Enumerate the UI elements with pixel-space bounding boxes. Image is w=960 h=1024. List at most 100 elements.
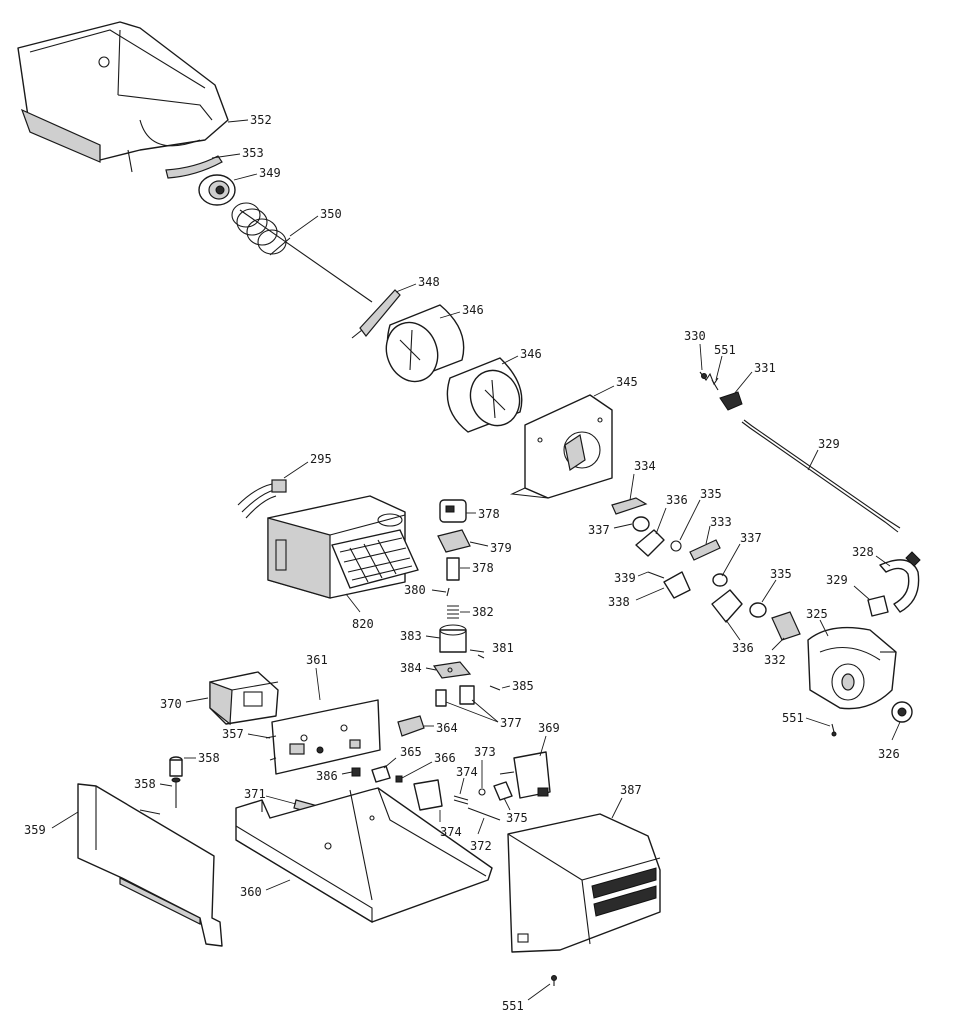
callout-337-b: 337: [721, 531, 762, 577]
callout-label: 326: [878, 747, 900, 761]
callout-label: 352: [250, 113, 272, 127]
callout-label: 334: [634, 459, 656, 473]
callout-label: 339: [614, 571, 636, 585]
linkage-parts-332-339: [611, 497, 801, 641]
drum-part-346-upper: [385, 304, 465, 383]
callout-label: 369: [538, 721, 560, 735]
callout-label: 366: [434, 751, 456, 765]
callout-label: 359: [24, 823, 46, 837]
callout-339: 339: [614, 571, 649, 585]
callout-352: 352: [227, 113, 272, 127]
callout-label: 353: [242, 146, 264, 160]
callout-381: 381: [492, 641, 514, 655]
callout-345: 345: [593, 375, 638, 397]
callout-label: 358: [198, 751, 220, 765]
callout-label: 384: [400, 661, 422, 675]
callout-label: 361: [306, 653, 328, 667]
callout-label: 372: [470, 839, 492, 853]
callout-label: 336: [732, 641, 754, 655]
callout-336-a: 336: [655, 493, 688, 535]
callout-366: 366: [401, 751, 456, 779]
callout-label: 371: [244, 787, 266, 801]
callout-label: 364: [436, 721, 458, 735]
wire-harness-part-295: [237, 479, 287, 519]
callout-label: 329: [818, 437, 840, 451]
callout-346-lower: 346: [501, 347, 542, 365]
callout-label: 350: [320, 207, 342, 221]
stack-parts-378-385: [432, 499, 501, 691]
callout-551-mid: 551: [782, 711, 831, 727]
callout-364: 364: [424, 721, 458, 735]
callout-383: 383: [400, 629, 441, 643]
callout-label: 333: [710, 515, 732, 529]
callout-372: 372: [470, 817, 492, 853]
callout-374-bottom: 374: [439, 810, 462, 839]
callout-384: 384: [400, 661, 437, 675]
callout-375: 375: [503, 797, 528, 825]
plates-part-377: [435, 685, 475, 707]
cam-part-328: [879, 551, 921, 613]
clip-part-331: [719, 391, 743, 411]
mounting-plate-part-345: [509, 394, 613, 499]
callout-360: 360: [240, 879, 291, 899]
switch-part-369: [499, 751, 551, 799]
callout-label: 295: [310, 452, 332, 466]
screw-part-551-bottom: [551, 975, 557, 986]
callout-377: 377: [445, 699, 522, 730]
callout-295: 295: [283, 452, 332, 479]
callout-label: 349: [259, 166, 281, 180]
callout-353: 353: [211, 146, 264, 160]
callout-350: 350: [289, 207, 342, 237]
callout-label: 337: [588, 523, 610, 537]
fitting-part-349: [198, 174, 236, 206]
callout-label: 387: [620, 783, 642, 797]
callout-label: 370: [160, 697, 182, 711]
callout-385: 385: [501, 679, 534, 693]
callout-359: 359: [24, 811, 79, 837]
auger-spring-part-350: [231, 202, 373, 303]
callout-330: 330: [684, 329, 706, 371]
callout-369: 369: [538, 721, 560, 757]
callout-348: 348: [395, 275, 440, 293]
callout-378-mid: 378: [460, 561, 494, 575]
callout-label: 381: [492, 641, 514, 655]
callout-label: 386: [316, 769, 338, 783]
callout-379: 379: [469, 541, 512, 555]
callout-label: 332: [764, 653, 786, 667]
callout-371: 371: [244, 787, 297, 805]
callout-326: 326: [878, 721, 901, 761]
callout-label: 374: [440, 825, 462, 839]
callout-label: 338: [608, 595, 630, 609]
rod-part-329: [741, 419, 901, 533]
callout-label: 357: [222, 727, 244, 741]
callout-label: 325: [806, 607, 828, 621]
callout-335-a: 335: [679, 487, 722, 541]
callout-label: 360: [240, 885, 262, 899]
callout-label: 345: [616, 375, 638, 389]
callout-551-top: 551: [714, 343, 736, 381]
ice-maker-module-part-820: [267, 495, 419, 599]
callout-329-rod: 329: [807, 437, 840, 471]
callout-label: 377: [500, 716, 522, 730]
ice-bucket-part-352: [17, 21, 229, 173]
callout-label: 330: [684, 329, 706, 343]
callout-329-block: 329: [826, 573, 871, 601]
callout-349: 349: [233, 166, 281, 181]
callout-357: 357: [222, 727, 271, 741]
callout-label: 335: [770, 567, 792, 581]
callout-label: 365: [400, 745, 422, 759]
callout-333: 333: [705, 515, 732, 545]
callout-386: 386: [316, 769, 353, 783]
callout-label: 379: [490, 541, 512, 555]
callout-346-upper: 346: [439, 303, 484, 319]
callout-label: 373: [474, 745, 496, 759]
screw-part-551-mid: [831, 723, 837, 737]
callout-label: 551: [502, 999, 524, 1013]
callout-361: 361: [306, 653, 328, 701]
callout-label: 378: [472, 561, 494, 575]
callout-label: 331: [754, 361, 776, 375]
small-parts-364-386: [351, 715, 425, 783]
callout-370: 370: [160, 697, 209, 711]
callout-380: 380: [404, 583, 447, 597]
callout-label: 336: [666, 493, 688, 507]
